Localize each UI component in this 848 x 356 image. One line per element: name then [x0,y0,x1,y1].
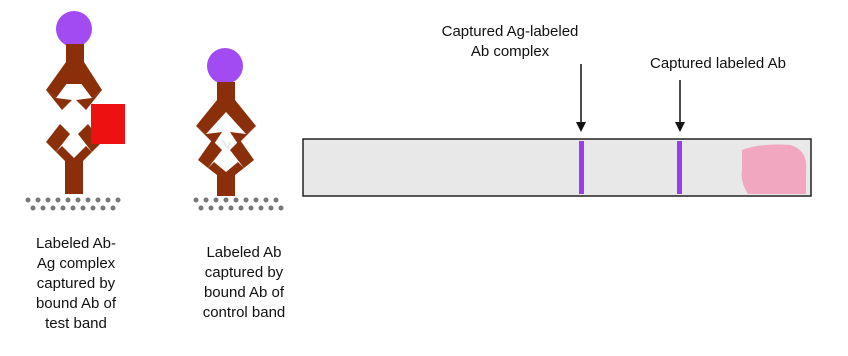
antibody-icon [46,124,102,194]
antibody-icon [198,139,254,196]
surface-dots [25,197,121,211]
antibody-icon [196,82,256,144]
sample-pad [741,144,807,194]
antibody-icon [46,44,102,110]
surface-dots [193,197,284,211]
control-line [677,141,682,194]
left-caption: Labeled Ab- Ag complex captured by bound… [35,235,117,332]
test-band-complex [25,11,125,211]
test-line [579,141,584,194]
middle-caption: Labeled Ab captured by bound Ab of contr… [202,244,286,321]
test-strip [302,138,812,197]
arrow-down-icon [675,80,685,132]
antigen-icon [91,104,125,144]
label-sphere-icon [56,11,92,47]
arrow-down-icon [576,64,586,132]
control-band-complex [193,48,284,211]
label-sphere-icon [207,48,243,84]
test-line-label: Captured Ag-labeled Ab complex [441,23,579,60]
control-line-label: Captured labeled Ab [650,55,786,72]
